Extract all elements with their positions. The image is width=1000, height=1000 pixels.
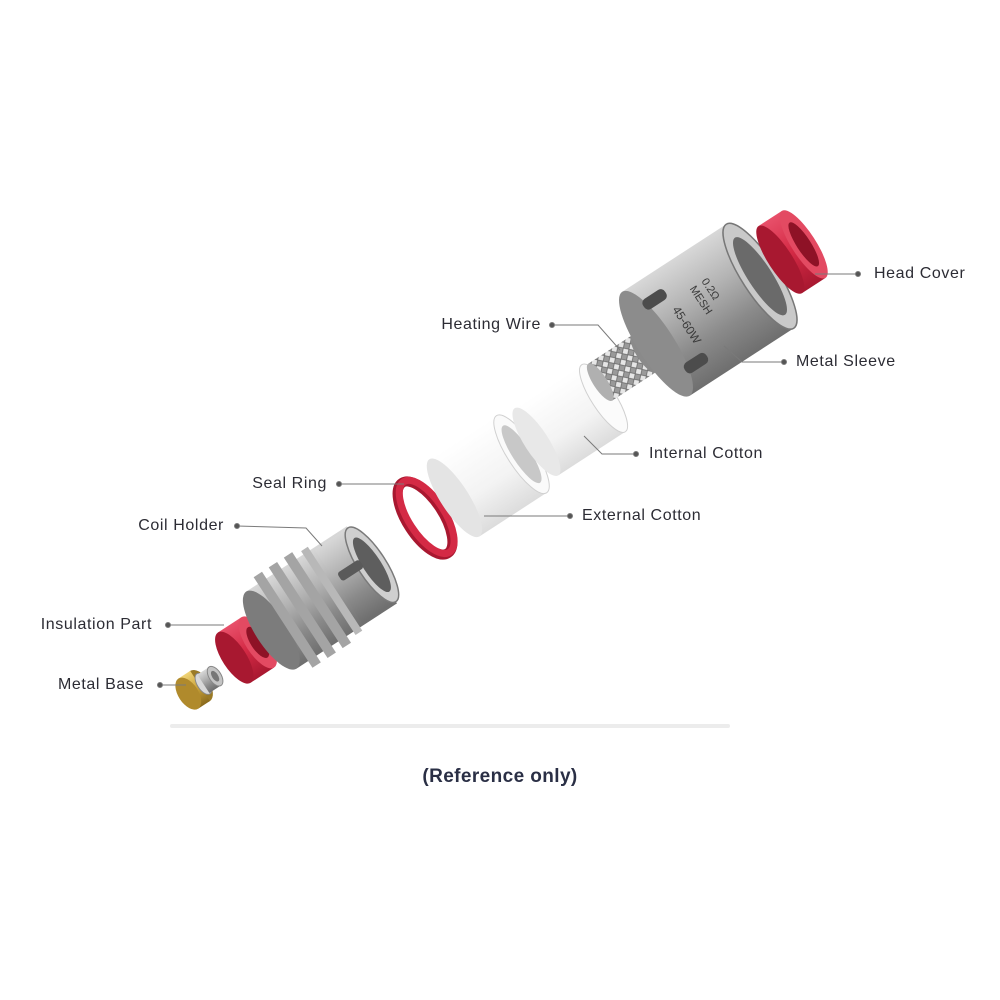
metal-sleeve-leader-dot: [781, 359, 787, 365]
heating-wire-label: Heating Wire: [441, 316, 541, 333]
internal-cotton-label: Internal Cotton: [649, 445, 763, 462]
metal-base-part: [175, 665, 224, 710]
seal-ring-label: Seal Ring: [252, 475, 327, 492]
head-cover-leader-dot: [855, 271, 861, 277]
head-cover-label: Head Cover: [874, 265, 966, 282]
external-cotton-part: [426, 414, 550, 538]
metal-base-label: Metal Base: [57, 676, 144, 693]
reference-caption: (Reference only): [422, 766, 578, 787]
ground-shadow: [170, 724, 730, 728]
metal-sleeve-part: 0.2Ω MESH 45-60W: [619, 222, 798, 397]
heating-wire-leader: [552, 324, 621, 351]
insulation-part-leader-dot: [165, 622, 171, 628]
internal-cotton-leader: [583, 435, 636, 455]
external-cotton-leader-dot: [567, 513, 573, 519]
metal-sleeve-leader: [723, 345, 784, 363]
coil-holder-label: Coil Holder: [138, 517, 224, 534]
metal-sleeve-label: Metal Sleeve: [796, 353, 896, 370]
heating-wire-leader-dot: [549, 322, 555, 328]
coil-holder-leader-dot: [234, 523, 240, 529]
external-cotton-label: External Cotton: [582, 507, 702, 524]
insulation-part-label: Insulation Part: [40, 616, 152, 633]
coil-holder-leader: [236, 525, 323, 547]
metal-base-leader-dot: [157, 682, 163, 688]
head-cover-part: [756, 210, 828, 294]
coil-holder-part: [242, 526, 400, 670]
internal-cotton-leader-dot: [633, 451, 639, 457]
seal-ring-part: [392, 476, 458, 560]
seal-ring-leader-dot: [336, 481, 342, 487]
insulation-part: [215, 616, 277, 684]
